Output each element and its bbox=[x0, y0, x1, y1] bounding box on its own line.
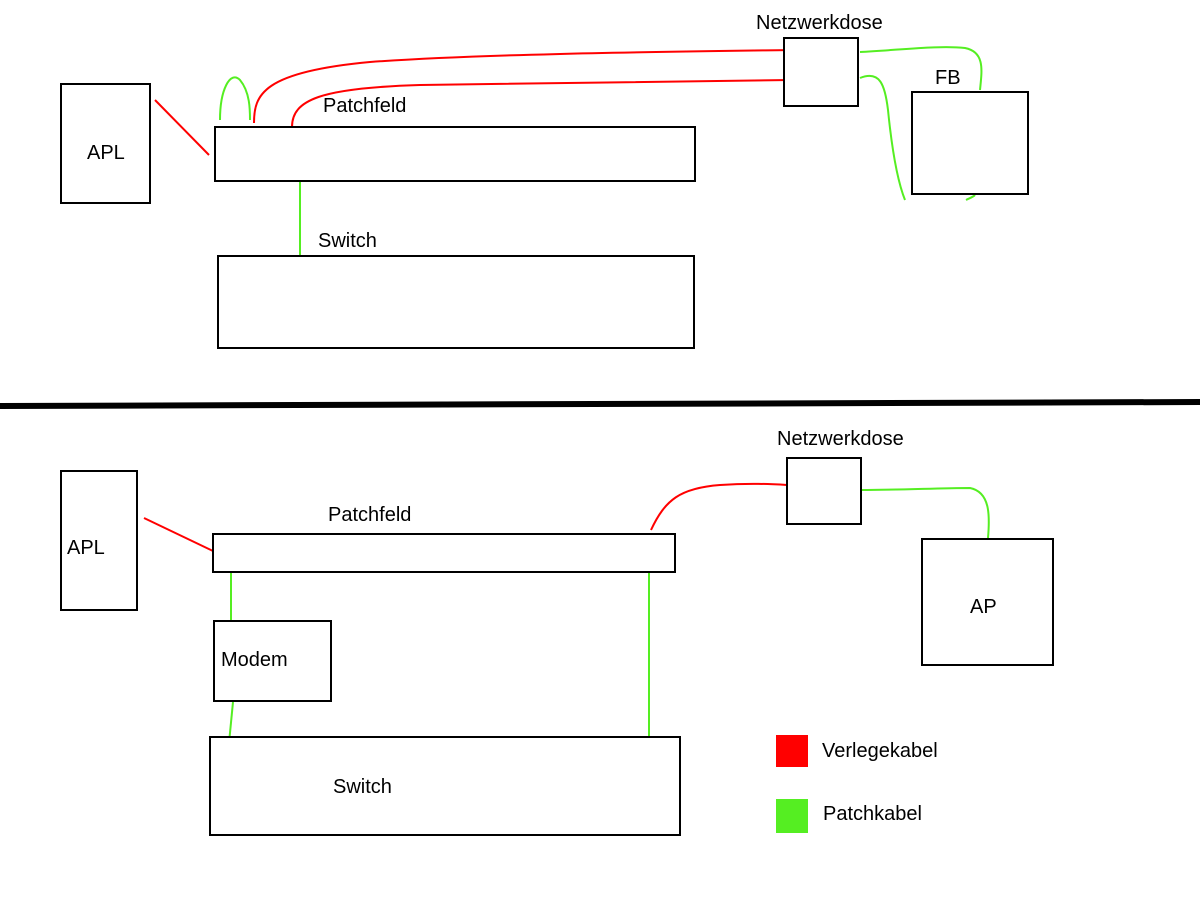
netzwerkdose-box-top bbox=[783, 37, 859, 107]
patchfeld-box-bottom bbox=[212, 533, 676, 573]
cable-apl-patchfeld-bottom bbox=[143, 517, 214, 552]
fb-box-top bbox=[911, 91, 1029, 195]
switch-label-top: Switch bbox=[318, 230, 377, 252]
patchcable-fb-tail-top bbox=[965, 194, 976, 201]
apl-label-top: APL bbox=[87, 142, 125, 164]
patchfeld-label-bottom: Patchfeld bbox=[328, 504, 411, 526]
legend-label-patchkabel: Patchkabel bbox=[823, 803, 922, 825]
patchcable-netzwerkdose-ap-bottom bbox=[860, 486, 990, 539]
cable-apl-patchfeld-top bbox=[154, 99, 210, 156]
fb-label-top: FB bbox=[935, 67, 961, 89]
switch-box-top bbox=[217, 255, 695, 349]
netzwerkdose-box-bottom bbox=[786, 457, 862, 525]
apl-box-bottom bbox=[60, 470, 138, 611]
legend-label-verlegekabel: Verlegekabel bbox=[822, 740, 938, 762]
patchcable-netzwerkdose-fb-top bbox=[859, 46, 983, 91]
section-divider bbox=[0, 399, 1200, 409]
bottom-diagram: APL Patchfeld Modem Switch Netzwerkdose … bbox=[60, 428, 1054, 836]
top-diagram: APL Patchfeld Switch Netzwerkdose FB bbox=[60, 12, 1029, 349]
patchfeld-box-top bbox=[214, 126, 696, 182]
modem-label-bottom: Modem bbox=[221, 649, 288, 671]
ap-label-bottom: AP bbox=[970, 596, 997, 618]
legend-swatch-patchkabel bbox=[776, 799, 808, 833]
apl-label-bottom: APL bbox=[67, 537, 105, 559]
ap-box-bottom bbox=[921, 538, 1054, 666]
cable-patchfeld-netzwerkdose-top-1 bbox=[253, 49, 791, 124]
legend-swatch-verlegekabel bbox=[776, 735, 808, 767]
patchcable-netzwerkdose-down-top bbox=[859, 75, 906, 201]
switch-box-bottom bbox=[209, 736, 681, 836]
cable-patchfeld-netzwerkdose-top-2 bbox=[291, 79, 791, 128]
apl-box-top bbox=[60, 83, 151, 204]
modem-box-bottom bbox=[213, 620, 332, 702]
patchcable-patchfeld-loop-top bbox=[219, 76, 251, 121]
switch-label-bottom: Switch bbox=[333, 776, 392, 798]
netzwerkdose-label-bottom: Netzwerkdose bbox=[777, 428, 904, 450]
netzwerkdose-label-top: Netzwerkdose bbox=[756, 12, 883, 34]
patchfeld-label-top: Patchfeld bbox=[323, 95, 406, 117]
cable-patchfeld-netzwerkdose-bottom bbox=[650, 482, 788, 531]
legend: Verlegekabel Patchkabel bbox=[776, 735, 938, 833]
